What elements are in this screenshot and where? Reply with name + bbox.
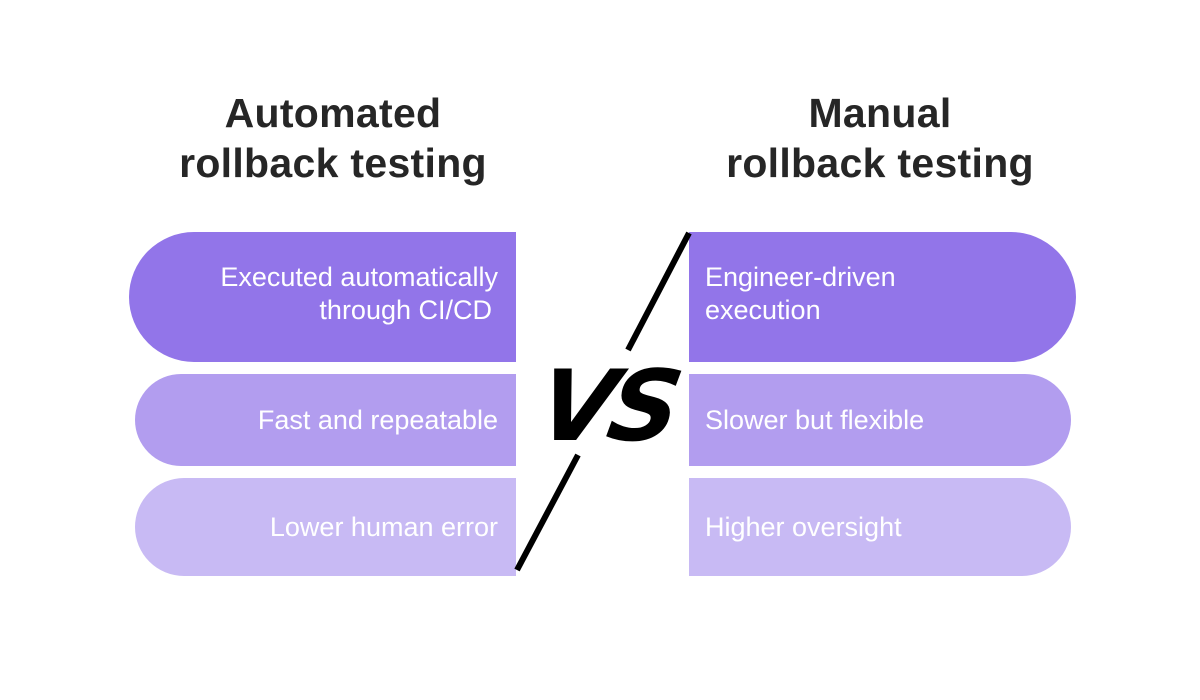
automated-item-fast: Fast and repeatable <box>135 374 516 466</box>
item-text: through CI/CD <box>319 295 492 325</box>
manual-item-slower: Slower but flexible <box>689 374 1071 466</box>
manual-heading: Manual rollback testing <box>670 88 1090 188</box>
automated-item-error: Lower human error <box>135 478 516 576</box>
item-text: Lower human error <box>269 511 498 542</box>
manual-item-engineer: Engineer-driven execution <box>689 232 1076 362</box>
item-text: Fast and repeatable <box>257 404 498 435</box>
automated-item-ci-cd: Executed automatically through CI/CD <box>129 232 516 362</box>
item-text: Slower but flexible <box>705 404 925 435</box>
heading-line: rollback testing <box>726 140 1034 186</box>
manual-item-oversight: Higher oversight <box>689 478 1071 576</box>
item-text: Engineer-driven <box>705 262 896 292</box>
item-text: execution <box>705 295 821 325</box>
diagonal-divider-icon <box>514 231 692 572</box>
vs-label: VS <box>529 350 685 464</box>
heading-line: Automated <box>224 90 442 136</box>
item-text: Higher oversight <box>705 511 902 542</box>
heading-line: Manual <box>808 90 952 136</box>
automated-heading: Automated rollback testing <box>123 88 543 188</box>
item-text: Executed automatically <box>220 262 498 292</box>
heading-line: rollback testing <box>179 140 487 186</box>
